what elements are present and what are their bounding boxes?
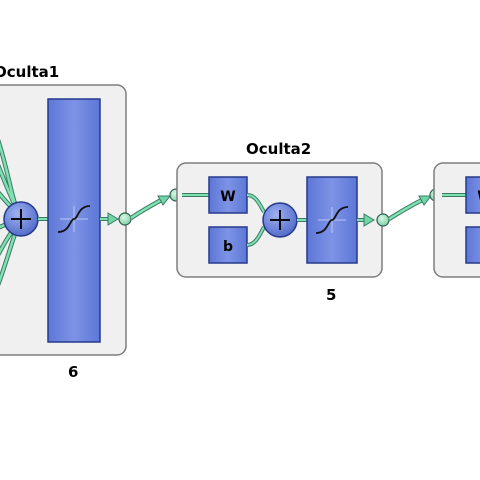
- layer-title: Oculta1: [0, 63, 59, 81]
- connection-node-icon: [376, 213, 390, 227]
- layer-3: W: [433, 162, 480, 278]
- weight-block: W: [208, 176, 248, 214]
- bias-label: b: [223, 239, 233, 255]
- sum-icon: [262, 202, 298, 238]
- layer-size-label: 5: [326, 286, 336, 304]
- arrow-icon: [363, 213, 375, 227]
- transfer-function-icon: [315, 206, 349, 234]
- transfer-function-block: [47, 98, 101, 343]
- transfer-function-icon: [57, 205, 91, 233]
- transfer-function-block: [306, 176, 358, 264]
- arrow-icon: [418, 195, 433, 206]
- weight-block: W: [465, 176, 480, 214]
- weight-label: W: [220, 189, 235, 205]
- weight-label: W: [477, 189, 480, 205]
- arrow-icon: [157, 195, 172, 206]
- link-oculta1-oculta2: [129, 188, 183, 220]
- layer-oculta1: Oculta1: [0, 63, 127, 381]
- bias-block: [465, 226, 480, 264]
- arrow-icon: [107, 212, 119, 226]
- layer-size-label: 6: [68, 363, 78, 381]
- layer1-output-connection: [100, 212, 132, 226]
- layer-title: Oculta2: [246, 140, 311, 158]
- layer-oculta2: Oculta2 W b: [176, 140, 390, 304]
- connection-node-icon: [118, 212, 132, 226]
- bias-block: b: [208, 226, 248, 264]
- sum-icon: [3, 201, 39, 237]
